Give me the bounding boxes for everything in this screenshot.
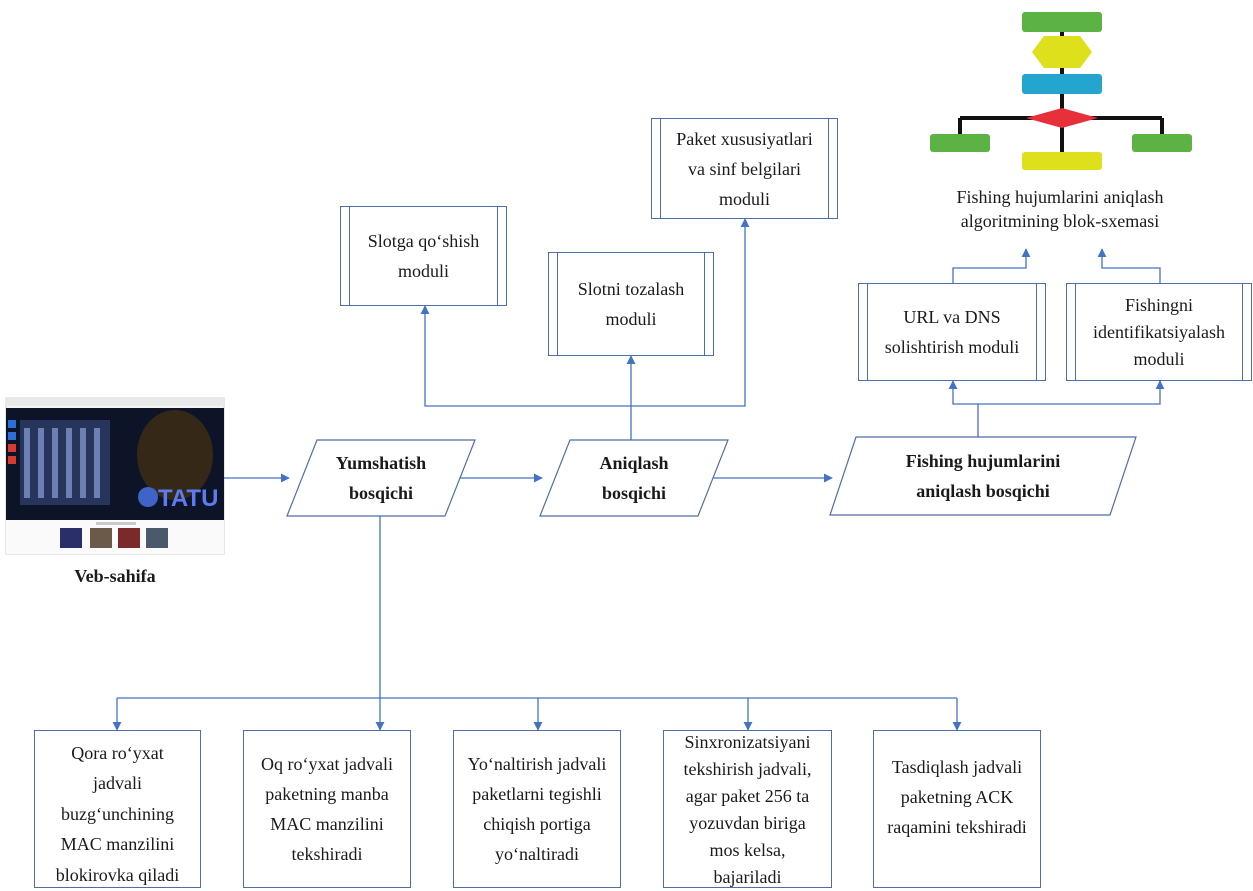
module-phishing-id-text: Fishingni identifikatsiyalash moduli <box>1067 284 1251 380</box>
table-ack-line-1: Tasdiqlash jadvali <box>891 756 1023 777</box>
module-phishing-id-line-1: Fishingni <box>1124 294 1194 315</box>
arrow-phishing-id-to-caption <box>1097 248 1161 283</box>
arrow-to-packet-features-module <box>631 218 750 407</box>
stage-detection-shape <box>539 439 729 517</box>
table-sync-line-6: bajariladi <box>713 867 782 887</box>
table-ack: Tasdiqlash jadvali paketning ACK raqamin… <box>873 730 1041 888</box>
table-ack-line-3: raqamini tekshiradi <box>887 816 1027 837</box>
table-forwarding-line-1: Yo‘naltirish jadvali <box>467 754 607 774</box>
table-whitelist-line-2: paketning manba <box>265 784 389 804</box>
module-packet-features-line-2: va sinf belgilari <box>688 158 801 179</box>
module-phishing-id-line-3: moduli <box>1133 348 1185 369</box>
module-slot-clear-text: Slotni tozalash moduli <box>549 253 713 355</box>
stage-phishing-shape <box>829 436 1137 516</box>
module-phishing-id: Fishingni identifikatsiyalash moduli <box>1066 283 1252 381</box>
table-whitelist-line-1: Oq ro‘yxat jadvali <box>261 754 393 774</box>
module-slot-clear-line-2: moduli <box>605 309 657 329</box>
table-sync-line-3: agar paket 256 ta <box>685 786 810 806</box>
module-slot-add-line-2: moduli <box>397 261 449 281</box>
table-blacklist: Qora ro‘yxat jadvali buzg‘unchining MAC … <box>34 730 201 888</box>
table-forwarding-line-2: paketlarni tegishli <box>472 784 602 804</box>
screenshot-logo-text: TATU <box>158 485 218 512</box>
module-slot-clear-line-1: Slotni tozalash <box>577 279 685 299</box>
table-forwarding: Yo‘naltirish jadvali paketlarni tegishli… <box>453 730 621 888</box>
table-forwarding-line-3: chiqish portiga <box>483 814 591 834</box>
module-packet-features-text: Paket xususiyatlari va sinf belgilari mo… <box>652 119 837 218</box>
table-whitelist-text: Oq ro‘yxat jadvali paketning manba MAC m… <box>244 749 410 869</box>
stage-softening-line-1: Yumshatish <box>335 453 427 473</box>
stage-phishing-line-2: aniqlash bosqichi <box>916 481 1050 501</box>
module-slot-add: Slotga qo‘shish moduli <box>340 206 507 306</box>
stage-detection-line-1: Aniqlash <box>599 453 669 473</box>
table-forwarding-line-4: yo‘naltiradi <box>495 844 579 864</box>
table-blacklist-line-3: buzg‘unchining <box>61 803 174 824</box>
table-sync-line-5: mos kelsa, <box>709 840 786 860</box>
module-phishing-id-line-2: identifikatsiyalash <box>1093 321 1225 342</box>
table-whitelist-line-4: tekshiradi <box>291 844 363 864</box>
webpage-screenshot: TATU <box>5 397 225 555</box>
stage-phishing-line-1: Fishing hujumlarini <box>905 451 1061 471</box>
table-blacklist-line-4: MAC manzilini <box>60 834 175 855</box>
table-sync-line-1: Sinxronizatsiyani <box>684 732 811 752</box>
table-blacklist-line-5: blokirovka qiladi <box>55 864 180 885</box>
table-forwarding-text: Yo‘naltirish jadvali paketlarni tegishli… <box>454 749 620 869</box>
table-ack-line-2: paketning ACK <box>900 786 1014 807</box>
table-whitelist: Oq ro‘yxat jadvali paketning manba MAC m… <box>243 730 411 888</box>
algorithm-caption: Fishing hujumlarini aniqlash algoritmini… <box>900 185 1220 233</box>
module-url-dns-line-2: solishtirish moduli <box>884 337 1020 357</box>
module-packet-features: Paket xususiyatlari va sinf belgilari mo… <box>651 118 838 219</box>
table-sync-text: Sinxronizatsiyani tekshirish jadvali, ag… <box>664 731 831 889</box>
stage-softening: Yumshatish bosqichi <box>300 440 462 516</box>
stage-softening-shape <box>286 439 476 517</box>
table-sync-line-2: tekshirish jadvali, <box>683 759 812 779</box>
stage-phishing: Fishing hujumlarini aniqlash bosqichi <box>843 437 1123 515</box>
connector-detection-modules <box>420 305 632 440</box>
module-packet-features-line-3: moduli <box>718 188 770 209</box>
table-whitelist-line-3: MAC manzilini <box>270 814 384 834</box>
stage-detection: Aniqlash bosqichi <box>553 440 715 516</box>
module-url-dns-line-1: URL va DNS <box>903 307 1001 327</box>
algorithm-caption-line-2: algoritmining blok-sxemasi <box>960 211 1160 231</box>
arrow-to-phishing-id-module <box>978 380 1165 405</box>
algorithm-flowchart-image <box>930 12 1192 170</box>
table-sync-line-4: yozuvdan biriga <box>689 813 806 833</box>
module-packet-features-line-1: Paket xususiyatlari <box>676 128 813 149</box>
table-blacklist-line-2: jadvali <box>93 773 142 794</box>
stage-detection-line-2: bosqichi <box>601 483 667 503</box>
module-url-dns: URL va DNS solishtirish moduli <box>858 283 1046 381</box>
module-slot-add-line-1: Slotga qo‘shish <box>367 231 480 251</box>
table-ack-text: Tasdiqlash jadvali paketning ACK raqamin… <box>874 749 1040 844</box>
algorithm-caption-line-1: Fishing hujumlarini aniqlash <box>956 187 1164 207</box>
connector-phishing-to-modules <box>948 380 979 437</box>
module-url-dns-text: URL va DNS solishtirish moduli <box>859 284 1045 380</box>
arrow-url-dns-to-caption <box>952 248 1031 283</box>
module-slot-clear: Slotni tozalash moduli <box>548 252 714 356</box>
table-blacklist-line-1: Qora ro‘yxat <box>71 742 164 763</box>
webpage-label: Veb-sahifa <box>74 566 156 586</box>
table-blacklist-text: Qora ro‘yxat jadvali buzg‘unchining MAC … <box>35 743 200 885</box>
stage-softening-line-2: bosqichi <box>348 483 414 503</box>
module-slot-add-text: Slotga qo‘shish moduli <box>341 207 506 305</box>
table-sync: Sinxronizatsiyani tekshirish jadvali, ag… <box>663 730 832 888</box>
